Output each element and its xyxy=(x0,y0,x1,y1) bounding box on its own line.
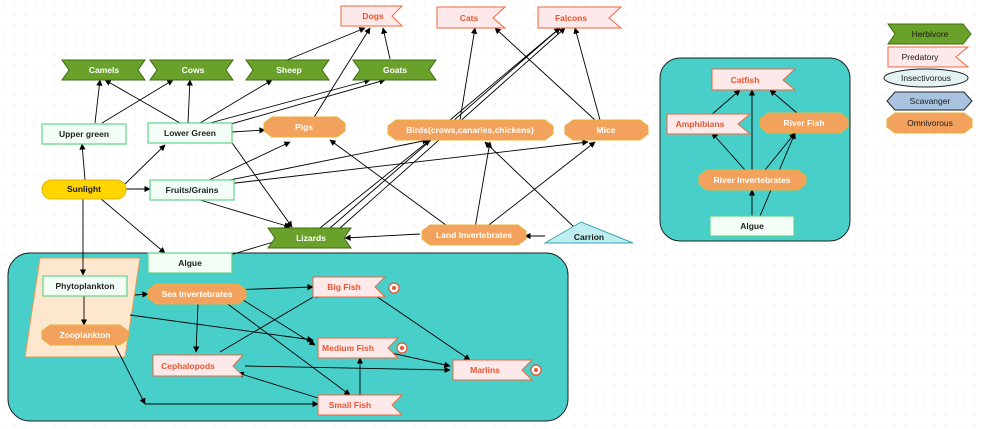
node-lizards[interactable]: Lizards xyxy=(267,227,352,249)
svg-text:Cats: Cats xyxy=(460,13,479,23)
svg-text:Carrion: Carrion xyxy=(574,232,604,242)
svg-text:Small Fish: Small Fish xyxy=(329,400,372,410)
svg-text:Fruits/Grains: Fruits/Grains xyxy=(166,185,219,195)
node-marlins[interactable]: Marlins xyxy=(452,359,542,381)
node-lower-green[interactable]: Lower Green xyxy=(147,122,233,144)
node-falcons[interactable]: Falcons xyxy=(537,6,623,29)
svg-text:Cows: Cows xyxy=(182,65,205,75)
node-sunlight[interactable]: Sunlight xyxy=(41,179,127,200)
river-container xyxy=(659,57,851,242)
svg-text:Goats: Goats xyxy=(383,65,407,75)
svg-text:Catfish: Catfish xyxy=(731,75,760,85)
node-land-invertebrates[interactable]: Land Invertebrates xyxy=(421,224,527,246)
svg-text:Land Invertebrates: Land Invertebrates xyxy=(436,230,512,240)
svg-text:Dogs: Dogs xyxy=(362,11,384,21)
svg-text:Mice: Mice xyxy=(597,125,616,135)
svg-text:Sheep: Sheep xyxy=(276,65,302,75)
node-camels[interactable]: Camels xyxy=(61,59,146,81)
node-cephalopods[interactable]: Cephalopods xyxy=(152,354,245,377)
svg-text:Falcons: Falcons xyxy=(555,13,587,23)
svg-text:River Invertebrates: River Invertebrates xyxy=(713,175,790,185)
node-mice[interactable]: Mice xyxy=(564,119,649,141)
node-river-invertebrates[interactable]: River Invertebrates xyxy=(698,169,807,191)
node-big-fish[interactable]: Big Fish xyxy=(312,276,400,298)
node-dogs[interactable]: Dogs xyxy=(340,5,404,27)
svg-text:Lower Green: Lower Green xyxy=(164,128,216,138)
node-algue-river[interactable]: Algue xyxy=(709,215,795,237)
svg-text:Zooplankton: Zooplankton xyxy=(60,330,111,340)
node-fruits-grains[interactable]: Fruits/Grains xyxy=(149,179,235,201)
node-catfish[interactable]: Catfish xyxy=(711,68,797,91)
legend: Herbivore Predatory Insectivorous Scavan… xyxy=(883,23,973,134)
svg-text:Scavanger: Scavanger xyxy=(910,96,951,106)
node-pigs[interactable]: Pigs xyxy=(263,116,346,138)
svg-text:Sea Invertebrates: Sea Invertebrates xyxy=(162,289,233,299)
svg-text:Marlins: Marlins xyxy=(470,365,500,375)
svg-text:Insectivorous: Insectivorous xyxy=(901,73,951,83)
node-sea-invertebrates[interactable]: Sea Invertebrates xyxy=(147,283,247,305)
svg-text:Algue: Algue xyxy=(740,221,764,231)
node-sheep[interactable]: Sheep xyxy=(245,59,330,81)
legend-omnivorous: Omnivorous xyxy=(886,112,973,134)
legend-herbivore: Herbivore xyxy=(887,23,972,45)
svg-text:River Fish: River Fish xyxy=(783,118,824,128)
svg-text:Birds(crows,canaries,chickens): Birds(crows,canaries,chickens) xyxy=(406,125,534,135)
svg-text:Upper green: Upper green xyxy=(59,129,109,139)
node-medium-fish[interactable]: Medium Fish xyxy=(317,337,408,359)
node-cows[interactable]: Cows xyxy=(149,59,234,81)
svg-text:Lizards: Lizards xyxy=(296,233,326,243)
svg-text:Pigs: Pigs xyxy=(295,122,313,132)
node-zooplankton[interactable]: Zooplankton xyxy=(41,324,129,346)
legend-predatory: Predatory xyxy=(887,46,970,68)
node-algue-land[interactable]: Algue xyxy=(147,252,233,274)
svg-text:Camels: Camels xyxy=(89,65,120,75)
svg-text:Phytoplankton: Phytoplankton xyxy=(55,281,114,291)
node-goats[interactable]: Goats xyxy=(352,59,437,81)
node-upper-green[interactable]: Upper green xyxy=(41,123,127,145)
svg-text:Amphibians: Amphibians xyxy=(676,119,725,129)
legend-scavenger: Scavanger xyxy=(886,91,973,111)
edges xyxy=(79,27,798,408)
svg-text:Cephalopods: Cephalopods xyxy=(161,361,215,371)
node-river-fish[interactable]: River Fish xyxy=(759,112,849,134)
node-amphibians[interactable]: Amphibians xyxy=(666,113,752,135)
node-carrion[interactable]: Carrion xyxy=(543,221,634,244)
svg-text:Herbivore: Herbivore xyxy=(912,29,949,39)
node-small-fish[interactable]: Small Fish xyxy=(317,394,404,416)
svg-text:Predatory: Predatory xyxy=(902,52,940,62)
node-birds[interactable]: Birds(crows,canaries,chickens) xyxy=(387,119,554,141)
svg-text:Big Fish: Big Fish xyxy=(327,282,361,292)
svg-text:Medium Fish: Medium Fish xyxy=(322,343,374,353)
node-cats[interactable]: Cats xyxy=(436,6,507,29)
node-phytoplankton[interactable]: Phytoplankton xyxy=(42,275,128,297)
svg-text:Omnivorous: Omnivorous xyxy=(907,118,953,128)
svg-text:Algue: Algue xyxy=(178,258,202,268)
svg-text:Sunlight: Sunlight xyxy=(67,184,101,194)
legend-insectivorous: Insectivorous xyxy=(883,68,969,88)
